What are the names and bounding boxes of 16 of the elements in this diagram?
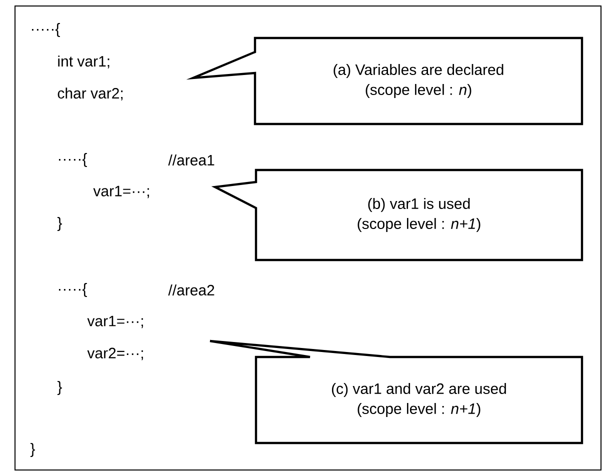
code-line: ·····{ <box>32 23 60 37</box>
code-line: //area2 <box>168 284 214 296</box>
code-line: } <box>57 381 62 395</box>
code-line: //area1 <box>168 154 214 166</box>
code-line: int var1; <box>58 56 110 68</box>
code-line: } <box>57 217 62 231</box>
code-line: ·····{ <box>58 153 87 167</box>
code-line: char var2; <box>58 88 123 100</box>
callout-box: (a) Variables are declared (scope level : n) <box>186 36 584 126</box>
code-line: ·····{ <box>58 283 87 297</box>
code-line: var1=···; <box>87 316 143 328</box>
callout-box: (b) var1 is used (scope level : n+1) <box>211 168 584 262</box>
code-line: var1=···; <box>93 186 149 198</box>
code-line: var2=···; <box>87 348 143 360</box>
callout-box: (c) var1 and var2 are used (scope level : n+1) <box>208 340 584 444</box>
code-line: } <box>30 443 35 457</box>
